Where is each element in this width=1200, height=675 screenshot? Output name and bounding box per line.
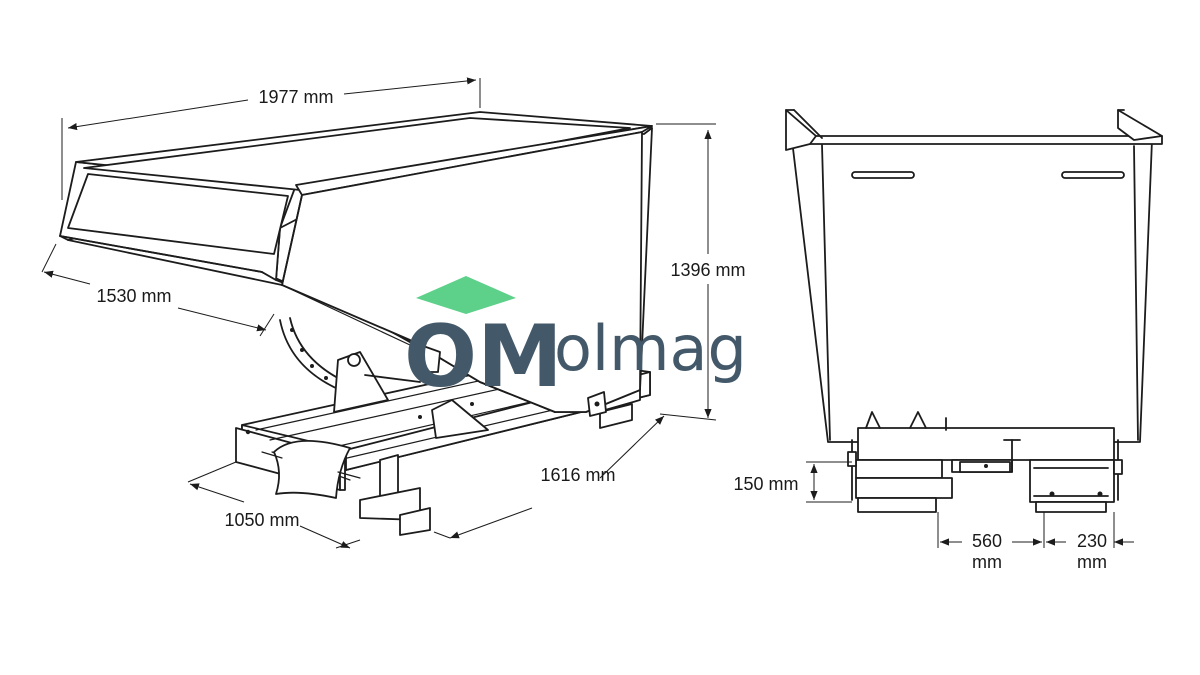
dim-length-top: 1977 mm (61, 77, 481, 200)
dim-height-label: 1396 mm (670, 260, 745, 280)
skip-isometric-view: 1977 mm 1530 mm 1396 mm 1616 mm (41, 77, 746, 549)
dim-length-top-label: 1977 mm (258, 87, 333, 107)
dim-fork-height-label: 150 mm (733, 474, 798, 494)
dim-depth-side-label: 1530 mm (96, 286, 171, 306)
logo-mark: OM (404, 307, 563, 407)
dim-depth-side: 1530 mm (41, 243, 275, 337)
dim-frame-length-label: 1616 mm (540, 465, 615, 485)
dim-fork-spacing-unit: mm (972, 552, 1002, 572)
dim-height: 1396 mm (656, 123, 746, 421)
olmag-logo: OM olmag (404, 276, 747, 407)
dim-frame-width-label: 1050 mm (224, 510, 299, 530)
skip-front-view: 150 mm 560 mm 230 mm (733, 109, 1163, 572)
dim-fork-width-unit: mm (1077, 552, 1107, 572)
container-body (59, 111, 653, 417)
dim-frame-length: 1616 mm (433, 415, 665, 539)
right-handle (1061, 171, 1125, 179)
rocker-cradle (279, 317, 489, 439)
dim-fork-width: 230 mm (1046, 512, 1134, 572)
dim-fork-spacing: 560 mm (937, 512, 1045, 572)
dim-fork-spacing-value: 560 (972, 531, 1002, 551)
release-flap (261, 440, 361, 499)
dim-fork-width-value: 230 (1077, 531, 1107, 551)
left-handle (851, 171, 915, 179)
logo-roof-shape (416, 276, 516, 314)
logo-name: olmag (554, 312, 747, 385)
dim-frame-width: 1050 mm (187, 461, 361, 549)
dim-fork-height: 150 mm (733, 461, 852, 503)
fork-pockets (847, 411, 1123, 513)
